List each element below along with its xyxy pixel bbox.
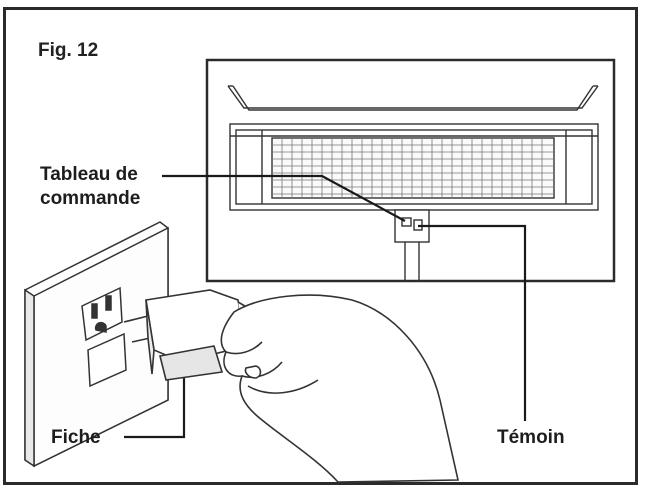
indicator-light-label: Témoin	[497, 427, 565, 448]
control-panel-leader	[162, 174, 406, 222]
wall-outlet	[24, 221, 169, 468]
leader-lines	[124, 174, 527, 439]
indicator-light-leader	[418, 224, 527, 421]
plug-label: Fiche	[51, 427, 101, 448]
plug-leader	[124, 376, 186, 439]
figure-title: Fig. 12	[38, 40, 99, 61]
heater-grille	[272, 138, 554, 198]
control-panel-label-line2: commande	[40, 188, 141, 209]
control-panel-label-line1: Tableau de	[40, 164, 138, 185]
hand	[220, 294, 459, 483]
heater-illustration	[227, 85, 599, 211]
control-panel-label: Tableau de commande	[40, 163, 140, 211]
